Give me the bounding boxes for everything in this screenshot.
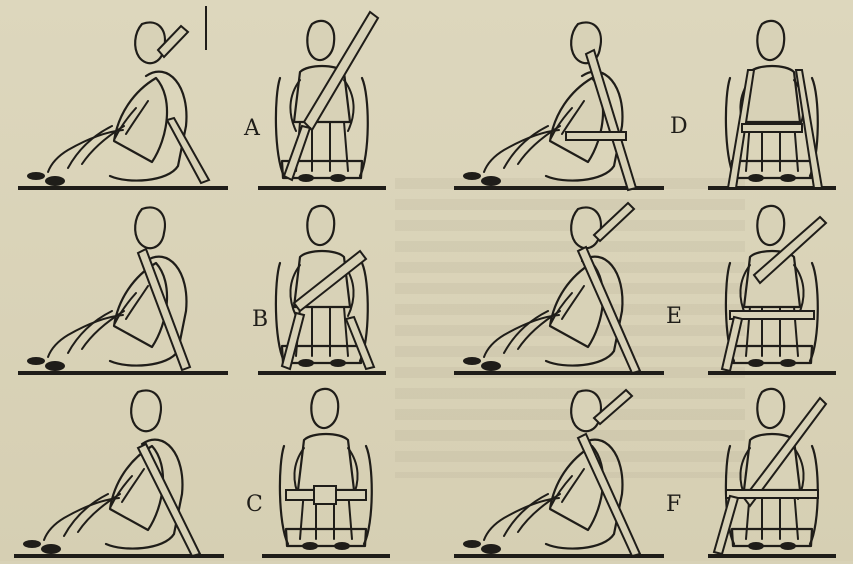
label-a: A [244,118,260,140]
figure-b-front [258,191,388,381]
figure-f-front [708,374,838,564]
figure-c-front [262,374,392,564]
lap-belt [566,132,626,140]
label-f: F [666,494,681,516]
label-c: C [246,494,263,516]
label-e: E [666,306,682,328]
lap-belt [730,311,814,319]
figure-b-side [18,191,233,381]
lap-belt [726,490,818,498]
figure-c-side [14,374,229,564]
figure-d-front [708,6,838,196]
figure-a-side [18,6,233,196]
figure-f-side [454,374,669,564]
label-b: B [252,309,268,331]
figure-d-side [454,6,669,196]
buckle [314,486,336,504]
figure-e-side [454,191,669,381]
label-d: D [670,116,688,138]
floor-belt [167,118,209,183]
lap-belt [742,124,802,132]
figure-a-front [258,6,388,196]
figure-e-front [708,191,838,381]
side-belt [284,126,310,180]
